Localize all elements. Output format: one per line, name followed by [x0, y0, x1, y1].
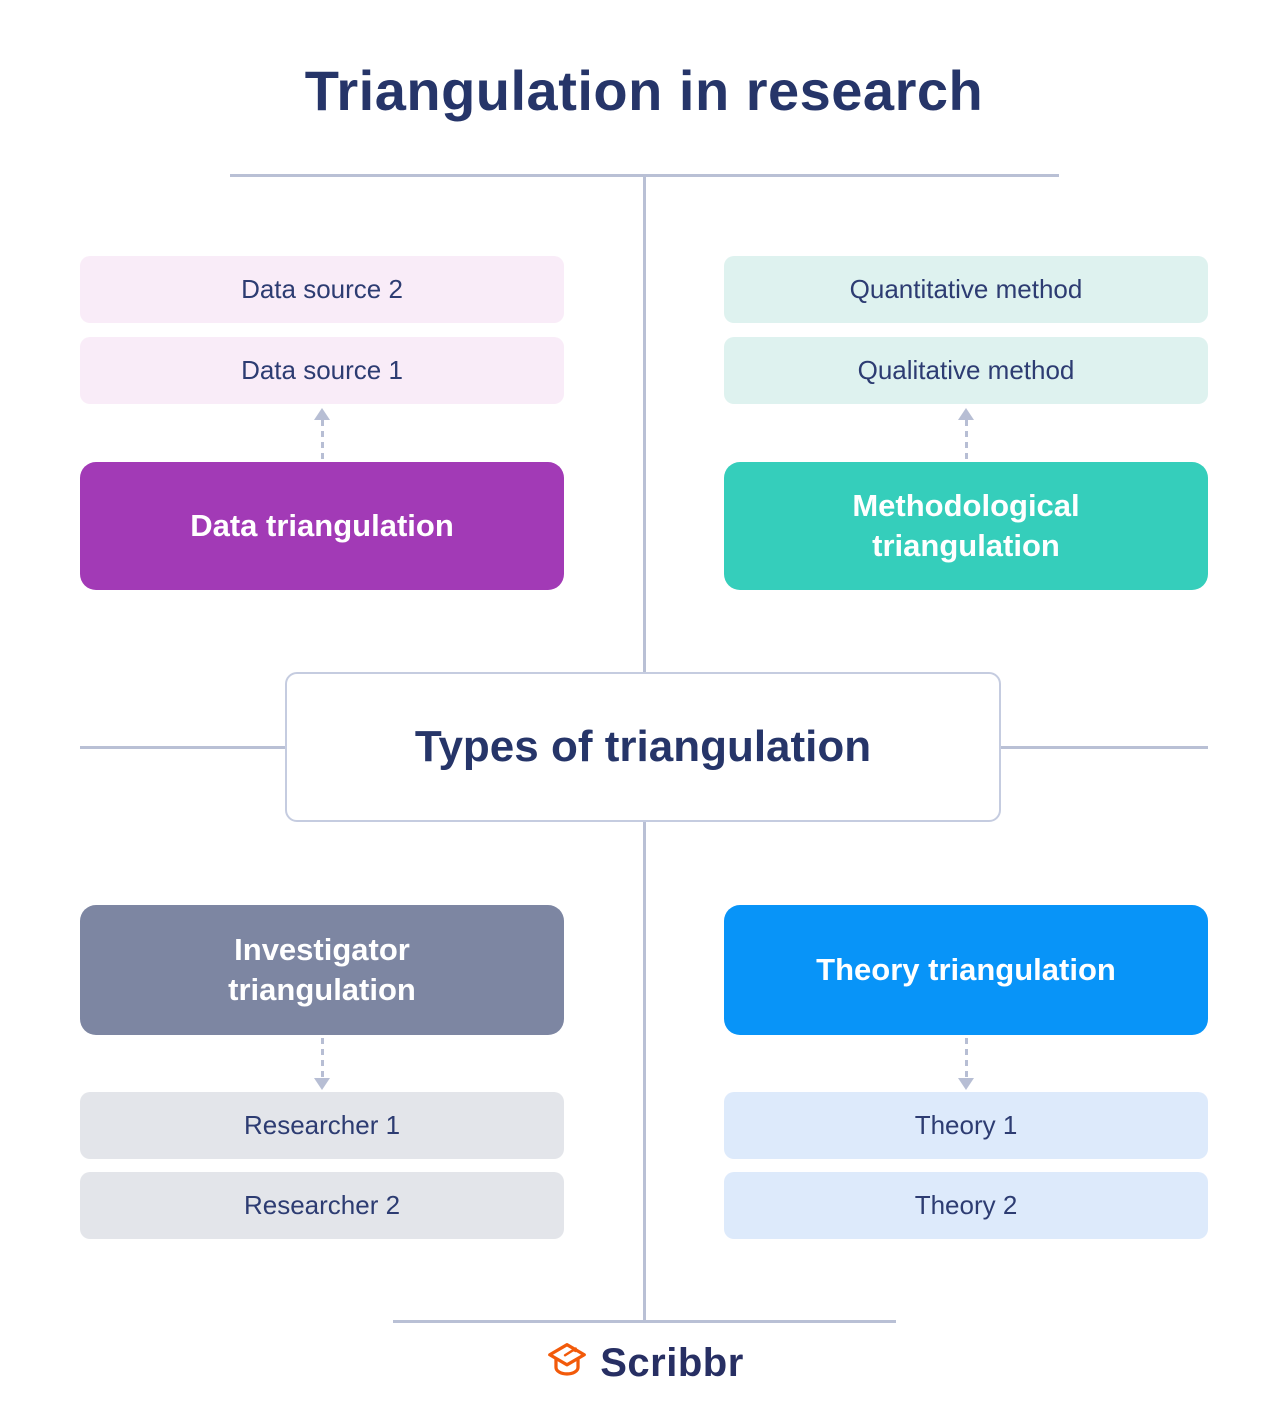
center-vertical-line-top	[643, 176, 646, 672]
data-triangulation-box: Data triangulation	[80, 462, 564, 590]
types-of-triangulation-label: Types of triangulation	[414, 722, 872, 771]
methodological-triangulation-box: Methodological triangulation	[724, 462, 1208, 590]
footer-brand: Scribbr	[0, 1338, 1288, 1389]
arrow-head-down-icon	[958, 1078, 974, 1090]
researcher-1-label: Researcher 1	[243, 1110, 401, 1140]
middle-left-divider-line	[80, 746, 285, 749]
arrow-down-icon	[958, 1038, 974, 1090]
researcher-2-box: Researcher 2	[80, 1172, 564, 1239]
scribbr-logo-icon	[544, 1338, 590, 1389]
data-source-2-label: Data source 2	[241, 274, 403, 304]
researcher-2-label: Researcher 2	[243, 1190, 401, 1220]
page-title: Triangulation in research	[304, 59, 984, 122]
researcher-1-box: Researcher 1	[80, 1092, 564, 1159]
qualitative-method-label: Qualitative method	[857, 355, 1075, 385]
arrow-head-down-icon	[314, 1078, 330, 1090]
brand-name: Scribbr	[600, 1341, 744, 1385]
arrow-dotted-stem	[320, 420, 324, 462]
arrow-up-icon	[314, 408, 330, 462]
top-divider-line	[230, 174, 1059, 177]
investigator-triangulation-box: Investigator triangulation	[80, 905, 564, 1035]
investigator-triangulation-label: Investigator triangulation	[228, 931, 416, 1007]
theory-2-box: Theory 2	[724, 1172, 1208, 1239]
arrow-dotted-stem	[320, 1038, 324, 1078]
theory-2-label: Theory 2	[914, 1190, 1018, 1220]
data-source-1-label: Data source 1	[241, 355, 403, 385]
data-source-2-box: Data source 2	[80, 256, 564, 323]
arrow-down-icon	[314, 1038, 330, 1090]
theory-1-box: Theory 1	[724, 1092, 1208, 1159]
arrow-head-up-icon	[314, 408, 330, 420]
arrow-dotted-stem	[964, 1038, 968, 1078]
theory-triangulation-box: Theory triangulation	[724, 905, 1208, 1035]
center-vertical-line-bottom	[643, 822, 646, 1322]
types-of-triangulation-box: Types of triangulation	[285, 672, 1001, 822]
middle-right-divider-line	[1001, 746, 1208, 749]
data-source-1-box: Data source 1	[80, 337, 564, 404]
arrow-up-icon	[958, 408, 974, 462]
data-triangulation-label: Data triangulation	[190, 507, 454, 543]
theory-1-label: Theory 1	[914, 1110, 1018, 1140]
arrow-dotted-stem	[964, 420, 968, 462]
quantitative-method-label: Quantitative method	[849, 274, 1083, 304]
bottom-divider-line	[393, 1320, 896, 1323]
qualitative-method-box: Qualitative method	[724, 337, 1208, 404]
quantitative-method-box: Quantitative method	[724, 256, 1208, 323]
arrow-head-up-icon	[958, 408, 974, 420]
theory-triangulation-label: Theory triangulation	[816, 951, 1116, 987]
methodological-triangulation-label: Methodological triangulation	[852, 487, 1080, 563]
